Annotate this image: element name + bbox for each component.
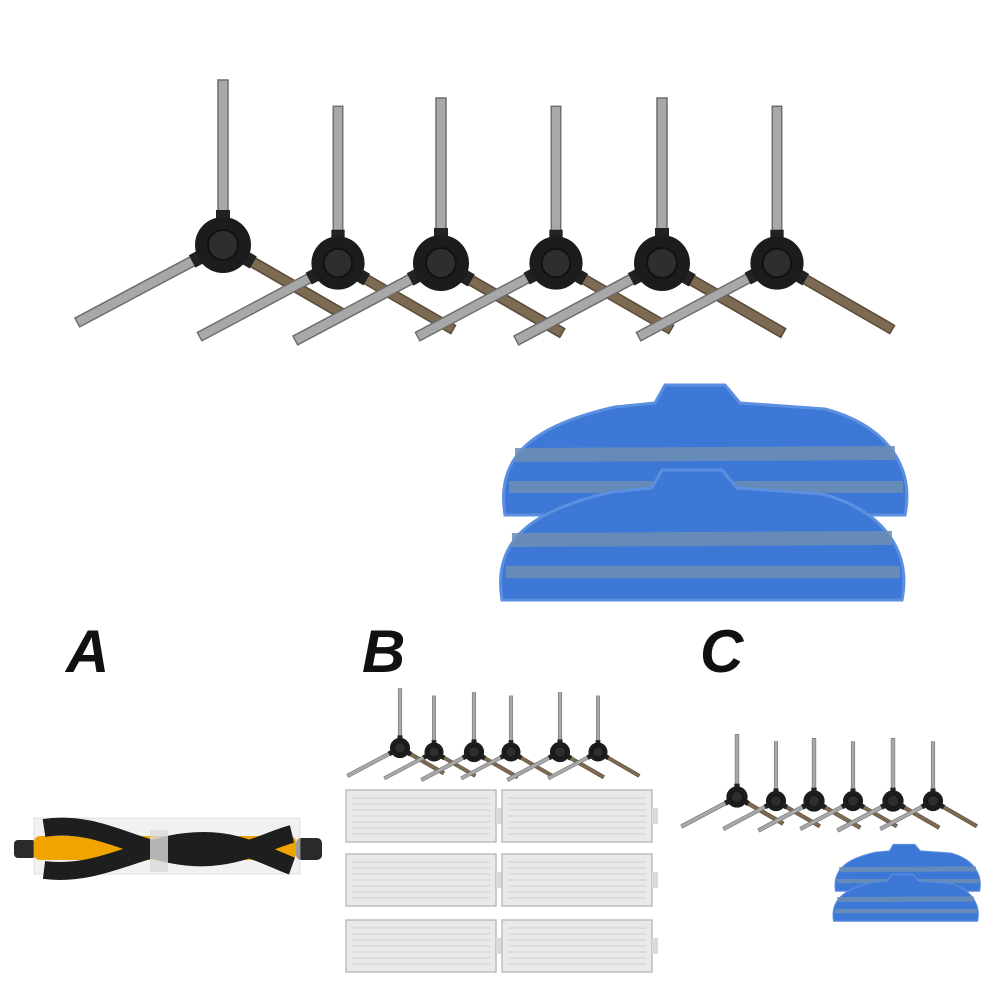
- label-b: B: [362, 618, 406, 685]
- side-brush-icon: [346, 688, 446, 779]
- c-mop-pads: [833, 844, 980, 921]
- label-a: A: [66, 618, 110, 685]
- side-brush-icon: [73, 79, 349, 330]
- top-side-brushes: [73, 79, 897, 348]
- b-side-brushes: [346, 688, 641, 783]
- side-brush-icon: [634, 105, 897, 344]
- side-brush-icon: [680, 733, 785, 830]
- side-brush-icon: [506, 692, 606, 783]
- roller-brush: [14, 817, 322, 880]
- b-filters: [345, 789, 659, 973]
- filter-icon: [501, 789, 659, 843]
- filter-icon: [345, 853, 503, 907]
- side-brush-icon: [383, 695, 477, 781]
- filter-icon: [501, 853, 659, 907]
- side-brush-icon: [413, 105, 676, 344]
- c-side-brushes: [680, 733, 979, 834]
- filter-icon: [345, 919, 503, 973]
- filter-icon: [345, 789, 503, 843]
- label-c: C: [700, 618, 744, 685]
- top-mop-pads: [500, 385, 906, 600]
- filter-icon: [501, 919, 659, 973]
